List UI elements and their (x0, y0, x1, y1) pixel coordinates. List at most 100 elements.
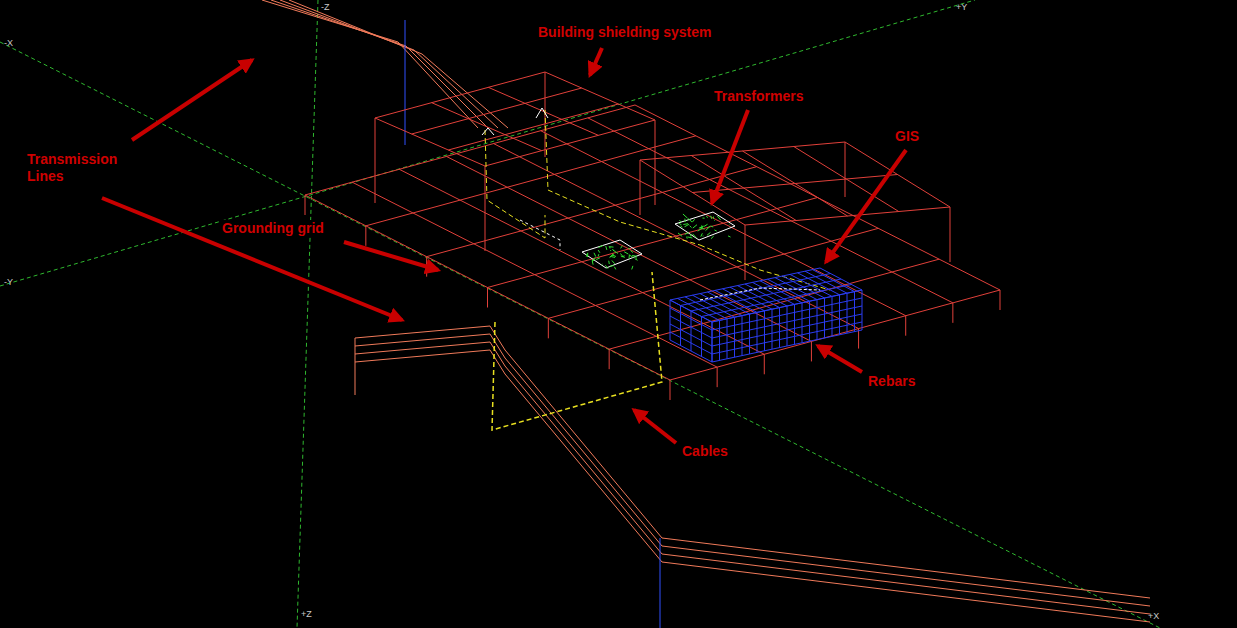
transformer-winding (608, 261, 610, 264)
transformer-winding (606, 246, 607, 250)
grid-line (588, 118, 953, 303)
building-shielding (375, 72, 950, 280)
rebar (832, 296, 833, 336)
rebar (824, 298, 825, 338)
z-axis (297, 0, 318, 628)
transformer-winding (683, 223, 688, 225)
ground-rod (905, 316, 906, 336)
transformer-winding (681, 226, 683, 227)
rebar (854, 292, 855, 332)
ground-rod (1000, 290, 1001, 310)
transformer-winding (635, 259, 638, 261)
ground-rod (548, 318, 549, 338)
transformer-winding (609, 247, 610, 249)
rebar (678, 298, 720, 320)
cable (485, 130, 545, 238)
rebar (768, 279, 810, 301)
ground-rod (717, 367, 718, 387)
callout-arrows (102, 48, 906, 443)
rebar (757, 312, 758, 352)
transformer-winding (714, 220, 716, 221)
rebar (817, 300, 818, 340)
shield-line (488, 87, 598, 135)
transformer-winding (711, 236, 714, 239)
rebar (787, 306, 788, 346)
transformer-winding (698, 228, 702, 231)
callout-arrow (344, 242, 438, 270)
rebar (734, 317, 735, 357)
grid-line (427, 167, 757, 257)
rebar (749, 314, 750, 354)
transformer-winding (706, 216, 708, 217)
transformer-winding (704, 224, 707, 226)
shield-post (655, 120, 656, 205)
transformer-winding (592, 257, 596, 261)
callout-label: Rebars (866, 373, 917, 390)
transformer-winding (701, 233, 703, 236)
transformer-winding (611, 256, 615, 258)
rebar (723, 289, 765, 311)
shield-line (691, 156, 796, 221)
transformer-winding (610, 265, 614, 267)
rebar (839, 295, 840, 335)
rebar (783, 276, 825, 298)
transformer-winding (728, 236, 730, 237)
transformer-winding (610, 250, 612, 251)
rebar (680, 306, 681, 346)
transformer-winding (711, 226, 714, 227)
shield-post (640, 160, 641, 215)
shield-line (412, 88, 582, 134)
ground-rod (305, 195, 306, 215)
transmission-line (355, 350, 1150, 622)
gis-busbar (700, 288, 820, 300)
rebar (691, 311, 692, 351)
cable (520, 220, 560, 250)
transformer-winding (624, 252, 628, 254)
axis-label: +X (1148, 611, 1159, 622)
shield-line (375, 72, 545, 118)
shield-line (845, 142, 950, 207)
transformer-winding (713, 217, 714, 219)
rebar (794, 304, 795, 344)
transformer-winding (629, 261, 630, 262)
rebar (772, 309, 773, 349)
transformer-winding (586, 253, 588, 257)
transformer-winding (587, 253, 588, 257)
transformer-winding (688, 218, 692, 222)
axis-label: -X (4, 38, 13, 49)
transmission-lines (262, 0, 1150, 628)
cable (492, 272, 662, 430)
rebar (727, 319, 728, 359)
rebar (715, 290, 757, 312)
transformer-winding (596, 258, 600, 260)
transformer-winding (679, 223, 682, 225)
ground-rod (487, 288, 488, 308)
transformer-winding (701, 225, 702, 228)
rebar (712, 322, 713, 362)
shield-line (375, 118, 485, 166)
transformer-winding (609, 246, 614, 247)
rebar (719, 320, 720, 360)
grid-line (399, 169, 764, 354)
tower-line (405, 20, 406, 145)
transformer-winding (693, 234, 697, 238)
transformer-winding (628, 248, 630, 250)
callout-arrow (590, 48, 602, 75)
callout-label: Transmission Lines (25, 151, 135, 185)
callout-label: Building shielding system (536, 24, 713, 41)
transmission-line (355, 338, 356, 395)
cables (482, 108, 830, 430)
transmission-line (289, 0, 508, 128)
shield-line (485, 120, 655, 166)
rebar (670, 300, 671, 340)
grid-line (352, 182, 717, 367)
grounding-grid (305, 105, 1000, 400)
transformer-winding (622, 256, 625, 257)
transformer-winding (635, 257, 637, 258)
rebar (738, 286, 780, 308)
transformer-winding (728, 224, 730, 225)
callout-label: Cables (680, 443, 730, 460)
transformer-winding (684, 219, 685, 222)
rebar (700, 294, 742, 316)
